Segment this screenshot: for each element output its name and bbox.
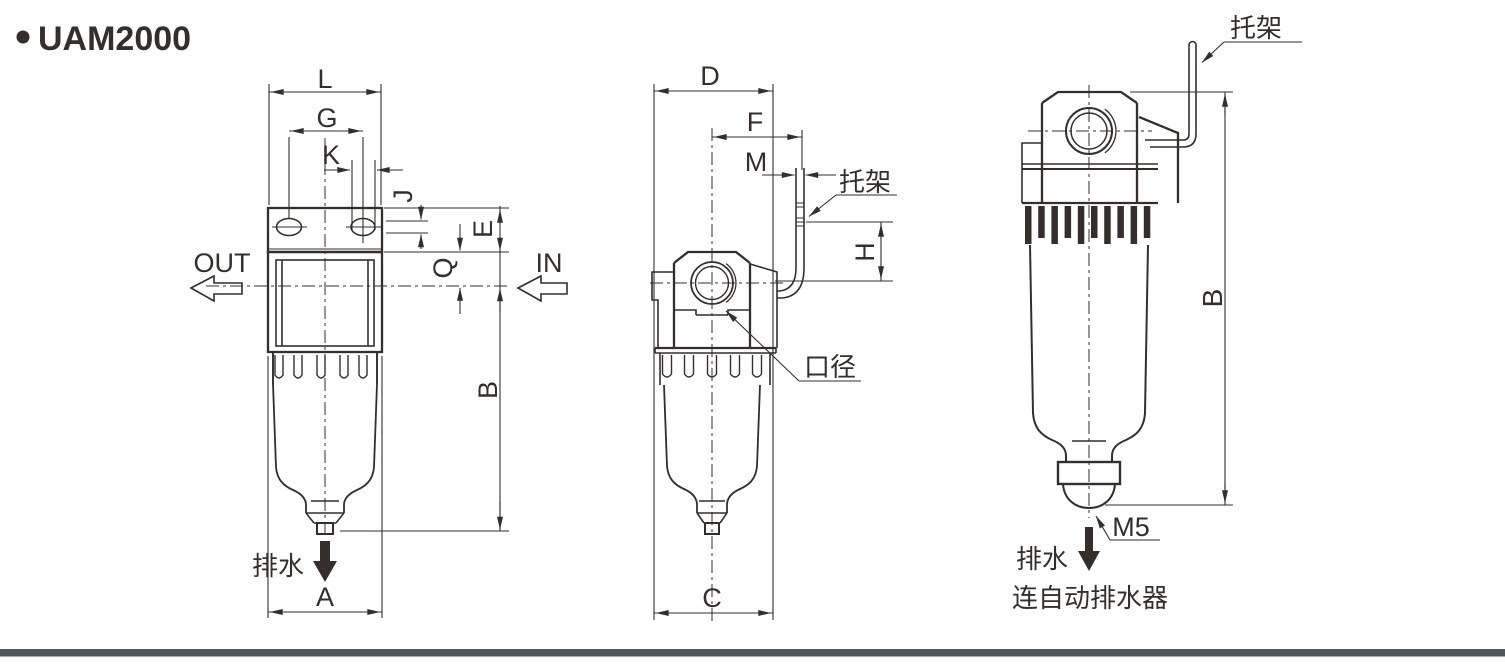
dim-A: A bbox=[267, 356, 383, 618]
dim-label-L: L bbox=[317, 64, 332, 94]
drain-arrow-icon bbox=[1078, 527, 1100, 571]
dim-label-J: J bbox=[388, 189, 418, 203]
dim-E: E bbox=[468, 206, 503, 531]
in-flow-arrow-icon bbox=[516, 274, 568, 303]
auto-drain-view: 托架 M5 排水 bbox=[1012, 14, 1302, 614]
bowl-left-wall bbox=[272, 352, 307, 513]
dim-Q: Q bbox=[428, 224, 463, 314]
dim-label-H: H bbox=[850, 242, 880, 262]
dim-label-C: C bbox=[702, 583, 722, 613]
dim-G: G bbox=[288, 103, 364, 243]
filter-body bbox=[266, 250, 384, 354]
drain-fitting bbox=[704, 522, 720, 535]
port-circle bbox=[690, 261, 734, 305]
port-size-label: 口径 bbox=[804, 353, 856, 383]
drain-label: 排水 bbox=[252, 552, 304, 582]
drawing-title: UAM2000 bbox=[16, 20, 191, 58]
dim-M: M bbox=[745, 147, 836, 178]
dim-label-B-right: B bbox=[1197, 289, 1228, 308]
bowl-right-wall bbox=[343, 352, 378, 513]
dim-label-Q: Q bbox=[428, 257, 458, 278]
dim-K: K bbox=[322, 140, 403, 230]
bracket-callout: 托架 bbox=[1201, 14, 1302, 63]
dim-label-F: F bbox=[747, 107, 764, 137]
dim-label-D: D bbox=[700, 61, 720, 91]
bracket-callout: 托架 bbox=[808, 168, 897, 217]
dim-label-A: A bbox=[316, 582, 334, 612]
out-flow-arrow-icon bbox=[189, 274, 243, 303]
dim-B-right: B bbox=[1105, 91, 1233, 506]
title-bullet-icon bbox=[16, 30, 30, 44]
page-title: UAM2000 bbox=[38, 20, 191, 58]
dim-C: C bbox=[654, 583, 773, 616]
dim-label-M: M bbox=[745, 147, 768, 177]
auto-drain-caption: 连自动排水器 bbox=[1012, 584, 1168, 614]
dim-J: J bbox=[386, 189, 428, 249]
body-ribs bbox=[1025, 206, 1151, 244]
dim-B-front: B bbox=[340, 288, 509, 532]
thread-callout: M5 bbox=[1095, 512, 1160, 542]
dim-label-E: E bbox=[468, 220, 498, 238]
bracket-strip bbox=[1145, 40, 1197, 148]
port-circle bbox=[1065, 107, 1113, 155]
dim-L: L bbox=[268, 64, 382, 205]
front-view: 排水 OUT IN L G K bbox=[189, 64, 568, 618]
auto-drain-body bbox=[1056, 460, 1122, 486]
body-ribs bbox=[274, 355, 368, 379]
thread-label: M5 bbox=[1112, 512, 1150, 542]
drain-label: 排水 bbox=[1016, 545, 1068, 575]
footer-divider-bar bbox=[0, 649, 1505, 657]
drain-arrow-icon bbox=[313, 541, 337, 582]
body-ribs bbox=[661, 355, 763, 378]
dim-D: D bbox=[653, 61, 774, 620]
drain-fitting bbox=[316, 522, 334, 535]
auto-drain-dome bbox=[1062, 483, 1116, 510]
side-view: 托架 口径 D F bbox=[650, 61, 897, 622]
bracket-strip bbox=[777, 168, 805, 299]
bracket-label: 托架 bbox=[839, 168, 891, 198]
dim-F: F bbox=[712, 107, 803, 170]
port-size-callout: 口径 bbox=[725, 310, 861, 383]
bracket-label: 托架 bbox=[1230, 14, 1282, 44]
out-label: OUT bbox=[194, 248, 251, 278]
dim-label-B-front: B bbox=[473, 381, 503, 399]
dim-label-K: K bbox=[322, 140, 340, 170]
dim-label-G: G bbox=[316, 103, 337, 133]
in-label: IN bbox=[536, 248, 563, 278]
dim-H: H bbox=[775, 221, 893, 282]
